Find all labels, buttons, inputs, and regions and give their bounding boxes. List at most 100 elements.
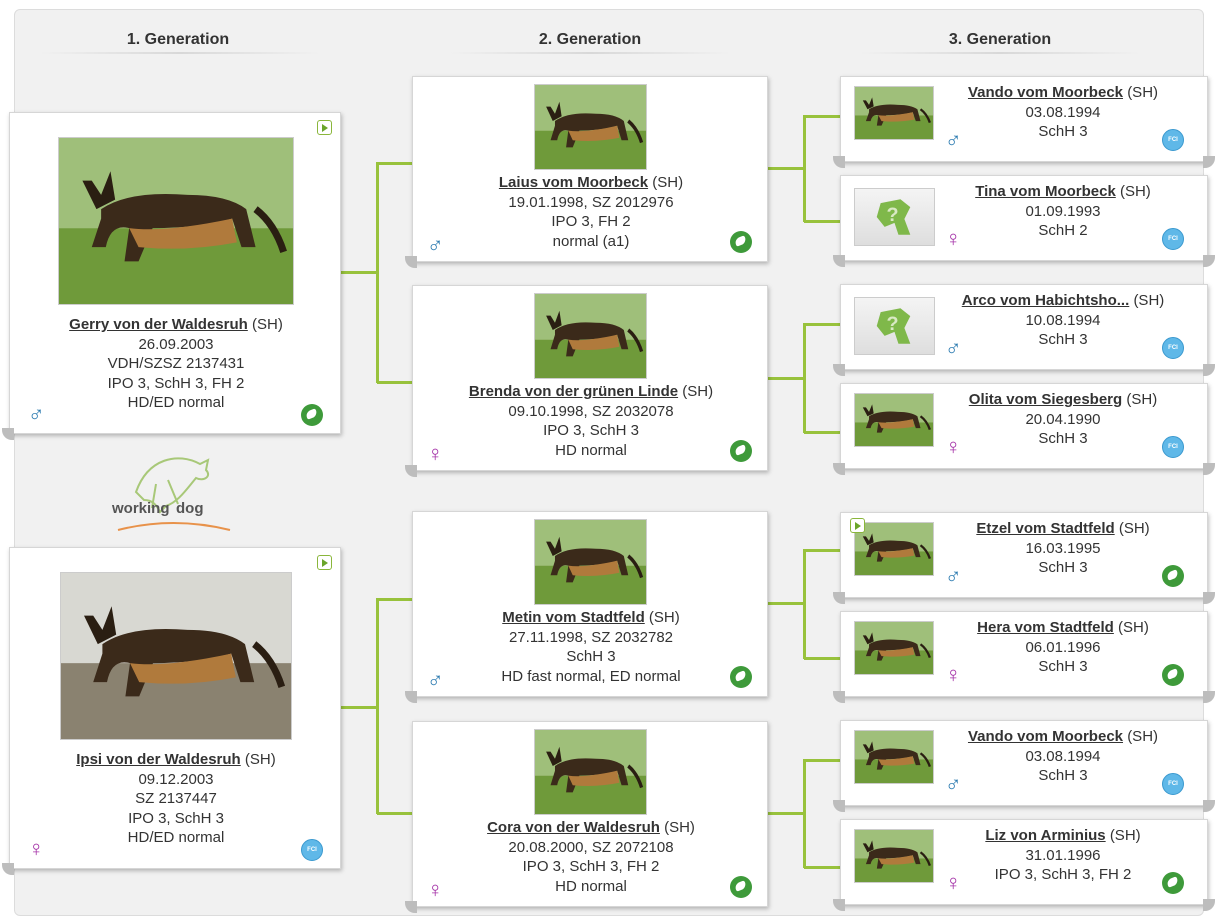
dog-name-link[interactable]: Arco vom Habichtsho...: [961, 292, 1130, 309]
dog-name-link[interactable]: Metin vom Stadtfeld: [502, 609, 645, 626]
dog-detail-line: IPO 3, SchH 3: [543, 422, 639, 439]
dog-card-gen2-4[interactable]: Cora von der Waldesruh (SH)20.08.2000, S…: [405, 721, 769, 913]
dog-photo[interactable]: ?: [854, 297, 935, 355]
dog-photo-image: [59, 138, 293, 304]
dog-name-link[interactable]: Vando vom Moorbeck: [967, 728, 1124, 745]
dog-photo[interactable]: [854, 730, 934, 784]
dog-card-gen2-1[interactable]: Laius vom Moorbeck (SH)19.01.1998, SZ 20…: [405, 76, 768, 268]
dog-photo[interactable]: [534, 293, 647, 379]
fci-icon[interactable]: FCI: [1162, 436, 1184, 458]
video-play-icon[interactable]: [850, 518, 865, 533]
male-symbol-icon: ♂: [945, 563, 962, 588]
pedigree-connector-line: [804, 549, 840, 552]
dog-name-link[interactable]: Vando vom Moorbeck: [967, 84, 1124, 101]
dog-detail-line: 27.11.1998, SZ 2032782: [508, 628, 674, 646]
dog-detail-line: SchH 3: [1038, 767, 1088, 784]
dog-photo[interactable]: [534, 84, 647, 170]
paw-icon[interactable]: [730, 231, 752, 253]
dog-name-link[interactable]: Brenda von der grünen Linde: [468, 383, 679, 400]
paw-icon[interactable]: [1162, 664, 1184, 686]
dog-photo-image: [855, 731, 933, 783]
dog-detail-line: IPO 3, SchH 3: [128, 809, 224, 827]
dog-photo[interactable]: ?: [854, 188, 935, 246]
paw-icon[interactable]: [730, 876, 752, 898]
dog-photo[interactable]: [854, 393, 934, 447]
dog-detail-line: 03.08.1994: [1025, 747, 1101, 765]
dog-name-link[interactable]: Ipsi von der Waldesruh: [76, 751, 241, 768]
dog-name-link[interactable]: Laius vom Moorbeck: [498, 174, 649, 191]
dog-photo[interactable]: [854, 86, 934, 140]
dog-logo-icon: [117, 457, 231, 531]
dog-photo[interactable]: [854, 829, 934, 883]
paw-icon[interactable]: [1162, 565, 1184, 587]
male-symbol-icon: ♂: [427, 232, 444, 257]
dog-photo[interactable]: [534, 519, 647, 605]
male-symbol-icon: ♂: [427, 667, 444, 692]
dog-photo[interactable]: [534, 729, 647, 815]
dog-card-gen2-2[interactable]: Brenda von der grünen Linde (SH)09.10.19…: [405, 285, 768, 477]
header-underline-3: [860, 52, 1140, 54]
pedigree-connector-line: [803, 759, 806, 868]
dog-photo-image: [535, 294, 646, 378]
fci-icon[interactable]: FCI: [1162, 773, 1184, 795]
dog-detail-line: SZ 2137447: [135, 790, 217, 807]
female-symbol-icon: ♀: [28, 836, 45, 861]
dog-photo-image: [855, 622, 933, 674]
male-symbol-icon: ♂: [945, 771, 962, 796]
card-curl: [833, 463, 845, 475]
dog-photo[interactable]: [854, 522, 934, 576]
paw-icon[interactable]: [730, 666, 752, 688]
dog-detail-line: HD normal: [555, 877, 627, 895]
male-symbol-icon: ♂: [945, 335, 962, 360]
video-play-icon[interactable]: [317, 555, 332, 570]
dog-photo[interactable]: [854, 621, 934, 675]
fci-icon[interactable]: FCI: [1162, 129, 1184, 151]
dog-name-link[interactable]: Liz von Arminius: [985, 827, 1106, 844]
dog-name-link[interactable]: Cora von der Waldesruh: [487, 819, 660, 836]
dog-photo[interactable]: [58, 137, 294, 305]
paw-icon[interactable]: [301, 404, 323, 426]
fci-icon[interactable]: FCI: [1162, 337, 1184, 359]
pedigree-connector-line: [803, 549, 806, 659]
dog-name-line: Cora von der Waldesruh (SH): [413, 818, 769, 838]
dog-card-gen2-3[interactable]: Metin vom Stadtfeld (SH)27.11.1998, SZ 2…: [405, 511, 768, 703]
video-play-icon[interactable]: [317, 120, 332, 135]
dog-photo-image: [855, 830, 933, 882]
breed-suffix: (SH): [1119, 183, 1151, 200]
dog-name-link[interactable]: Gerry von der Waldesruh: [69, 316, 248, 333]
fci-icon[interactable]: FCI: [301, 839, 323, 861]
breed-suffix: (SH): [1118, 520, 1150, 537]
dog-name-link[interactable]: Tina vom Moorbeck: [975, 183, 1116, 200]
dog-name-link[interactable]: Etzel vom Stadtfeld: [976, 520, 1115, 537]
pedigree-connector-line: [341, 706, 377, 709]
dog-detail-line: 20.04.1990: [1025, 410, 1101, 428]
pedigree-connector-line: [804, 431, 840, 434]
card-curl: [1203, 255, 1215, 267]
dog-photo[interactable]: [60, 572, 292, 740]
pedigree-connector-line: [804, 115, 840, 118]
card-curl: [833, 691, 845, 703]
paw-icon[interactable]: [1162, 872, 1184, 894]
dog-name-link[interactable]: Hera vom Stadtfeld: [977, 619, 1114, 636]
dog-name-link[interactable]: Olita vom Siegesberg: [968, 391, 1123, 408]
fci-icon[interactable]: FCI: [1162, 228, 1184, 250]
svg-text:?: ?: [886, 204, 898, 226]
pedigree-connector-line: [376, 598, 379, 814]
svg-text:?: ?: [886, 313, 898, 335]
paw-icon[interactable]: [730, 440, 752, 462]
dog-detail-line: 10.08.1994: [1025, 311, 1101, 329]
